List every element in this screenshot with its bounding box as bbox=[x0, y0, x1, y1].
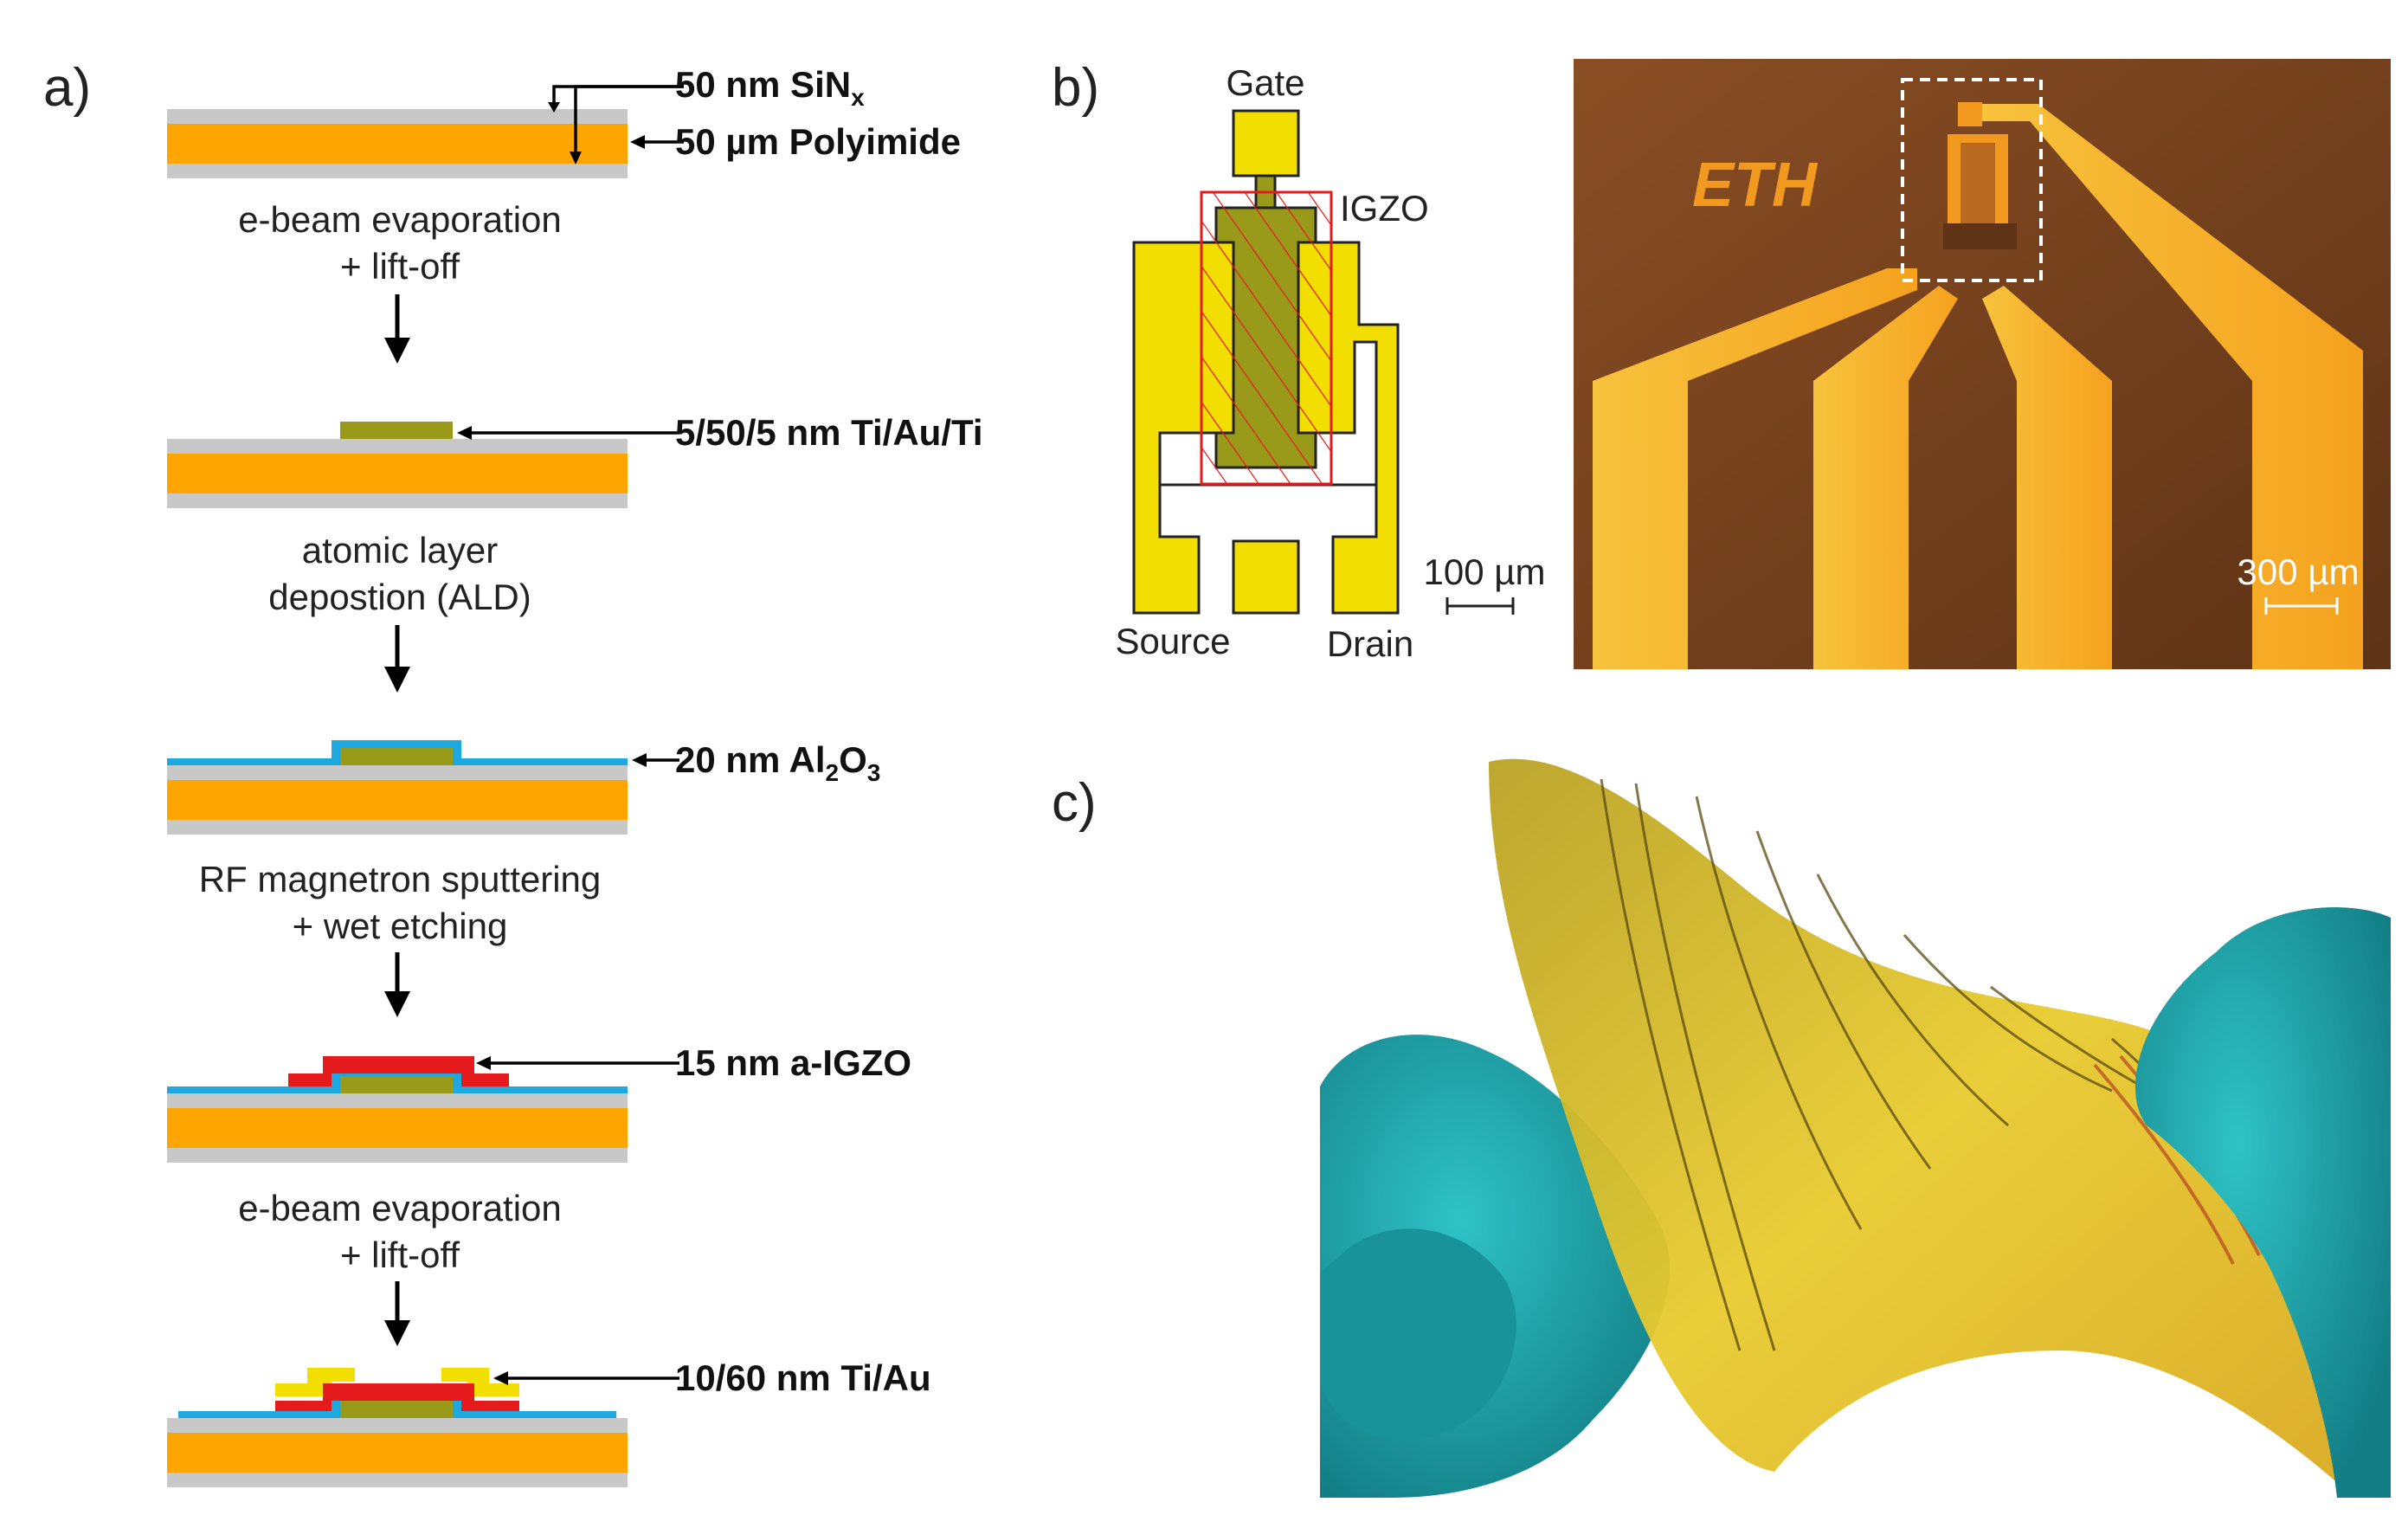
sinx-bottom-layer-5 bbox=[167, 1473, 628, 1487]
sinx-bottom-layer-2 bbox=[167, 493, 628, 508]
igzo-arrow bbox=[476, 1056, 679, 1070]
panel-b-label: b) bbox=[1052, 58, 1099, 118]
middle-pad bbox=[1232, 539, 1300, 615]
al2o3-sub2: 3 bbox=[867, 759, 881, 786]
micrograph-scale-bar bbox=[2264, 597, 2339, 615]
polyimide-layer-4 bbox=[167, 1108, 628, 1148]
gate-metal-layer-3 bbox=[340, 748, 453, 765]
al2o3-annotation: 20 nm Al2O3 bbox=[675, 739, 880, 786]
sinx-top-layer bbox=[167, 109, 628, 124]
step-3-line-2: + wet etching bbox=[293, 906, 508, 946]
stack-4-igzo bbox=[167, 1056, 628, 1163]
panel-c: c) bbox=[1052, 758, 2391, 1498]
gate-pad bbox=[1232, 109, 1300, 177]
polyimide-layer-3 bbox=[167, 780, 628, 820]
igzo-region bbox=[1200, 190, 1333, 486]
tiau-annotation: 10/60 nm Ti/Au bbox=[675, 1357, 931, 1398]
gate-metal-layer-4 bbox=[340, 1076, 453, 1093]
step-1-line-1: e-beam evaporation bbox=[238, 199, 562, 240]
step-4-line-1: e-beam evaporation bbox=[238, 1188, 562, 1228]
stack-1-annotations bbox=[548, 85, 684, 164]
polyimide-annotation: 50 µm Polyimide bbox=[675, 121, 961, 162]
sinx-top-layer-3 bbox=[167, 765, 628, 780]
track-2 bbox=[1813, 286, 1958, 669]
panel-b: b) Gate IGZO Source Drain 100 µm bbox=[1052, 58, 2391, 669]
polyimide-layer bbox=[167, 124, 628, 164]
eth-logo: ETH bbox=[1692, 151, 1819, 220]
track-4 bbox=[1982, 104, 2363, 669]
drain-label: Drain bbox=[1327, 623, 1413, 664]
sinx-bottom-layer-4 bbox=[167, 1148, 628, 1163]
step-4-line-2: + lift-off bbox=[340, 1235, 460, 1275]
right-glove bbox=[2134, 907, 2391, 1498]
gate-metal-layer bbox=[340, 422, 453, 439]
device-gate-pad bbox=[1958, 102, 1982, 126]
sinx-top-layer-5 bbox=[167, 1418, 628, 1433]
step-4-arrow bbox=[384, 1281, 410, 1346]
sinx-bottom-layer-3 bbox=[167, 820, 628, 835]
step-2-arrow bbox=[384, 625, 410, 693]
step-3-arrow bbox=[384, 952, 410, 1017]
panel-a-label: a) bbox=[43, 58, 91, 118]
sinx-top-layer-2 bbox=[167, 439, 628, 454]
al2o3-label-pre: 20 nm Al bbox=[675, 739, 826, 780]
sinx-label: 50 nm SiN bbox=[675, 64, 851, 105]
sinx-bottom-layer bbox=[167, 164, 628, 178]
polyimide-layer-2 bbox=[167, 454, 628, 493]
step-3-line-1: RF magnetron sputtering bbox=[199, 859, 602, 899]
sinx-arrowhead bbox=[548, 102, 560, 113]
sinx-annotation: 50 nm SiNx bbox=[675, 64, 865, 111]
gate-label: Gate bbox=[1226, 62, 1304, 103]
gate-metal-layer-5 bbox=[340, 1401, 453, 1418]
igzo-annotation: 15 nm a-IGZO bbox=[675, 1042, 911, 1083]
drain-contact bbox=[441, 1368, 616, 1396]
step-2-line-2: depostion (ALD) bbox=[268, 577, 531, 617]
panel-c-label: c) bbox=[1052, 773, 1097, 833]
al2o3-arrow bbox=[632, 753, 679, 767]
device-channel bbox=[1961, 143, 1995, 225]
source-contact bbox=[178, 1368, 355, 1396]
track-1 bbox=[1593, 268, 1917, 669]
stack-1-substrate bbox=[167, 109, 628, 178]
stack-2-gate bbox=[167, 422, 628, 508]
tiauti-annotation: 5/50/5 nm Ti/Au/Ti bbox=[675, 412, 983, 453]
sinx-subscript: x bbox=[851, 84, 865, 111]
schematic-scale-bar bbox=[1445, 597, 1515, 615]
stack-3-al2o3 bbox=[167, 740, 628, 835]
left-thumb bbox=[1320, 1228, 1516, 1441]
step-1-arrow bbox=[384, 294, 410, 364]
panel-a: a) 50 nm SiNx 50 µm Polyimide e-beam eva… bbox=[43, 58, 983, 1487]
step-2-line-1: atomic layer bbox=[302, 530, 498, 571]
sinx-top-layer-4 bbox=[167, 1093, 628, 1108]
device-gap bbox=[1943, 223, 2017, 249]
polyimide-leader-head bbox=[570, 152, 582, 164]
micrograph-scale-label: 300 µm bbox=[2237, 551, 2360, 592]
sinx-arrow bbox=[552, 85, 684, 108]
al2o3-sub1: 2 bbox=[826, 759, 840, 786]
al2o3-label-mid: O bbox=[839, 739, 867, 780]
tiau-arrow bbox=[493, 1371, 679, 1385]
step-1-line-2: + lift-off bbox=[340, 246, 460, 287]
schematic-scale-label: 100 µm bbox=[1424, 551, 1546, 592]
zoom-box bbox=[1901, 78, 2043, 282]
igzo-label: IGZO bbox=[1340, 188, 1429, 229]
polyimide-foil bbox=[1489, 758, 2354, 1498]
micrograph: ETH 300 µm bbox=[1574, 59, 2391, 669]
track-3 bbox=[1982, 286, 2112, 669]
source-label: Source bbox=[1115, 621, 1230, 661]
polyimide-arrowhead bbox=[630, 135, 645, 149]
polyimide-leader bbox=[574, 85, 684, 160]
polyimide-layer-5 bbox=[167, 1433, 628, 1473]
flexible-foil-photo bbox=[1320, 758, 2391, 1498]
gate-metal-arrow bbox=[457, 426, 679, 440]
stack-5-contacts bbox=[167, 1368, 628, 1487]
